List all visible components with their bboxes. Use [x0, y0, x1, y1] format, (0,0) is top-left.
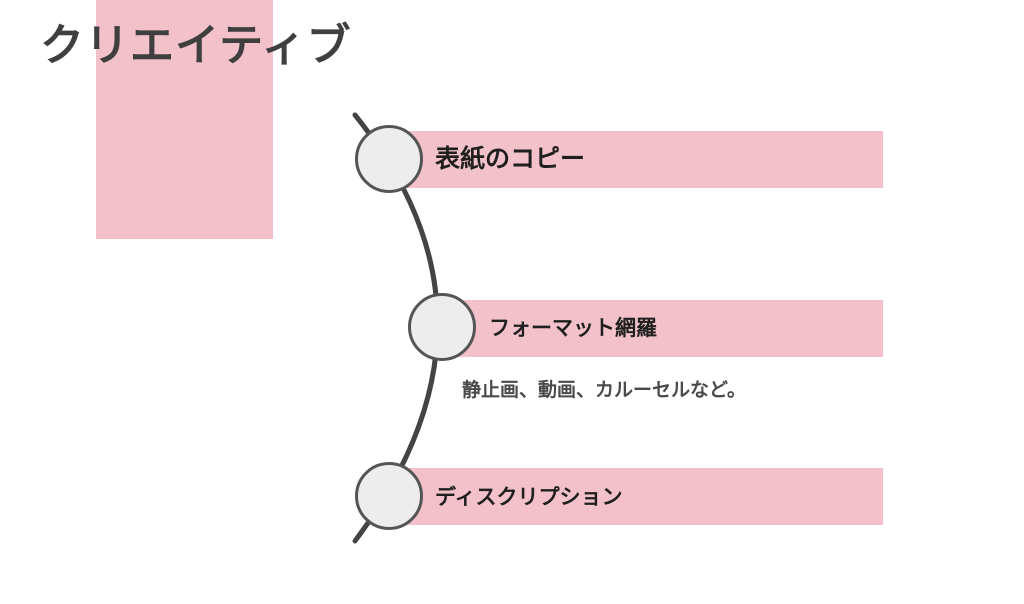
timeline-node-3	[355, 462, 423, 530]
timeline-label-format-coverage: フォーマット網羅	[489, 316, 657, 340]
timeline-node-1	[355, 125, 423, 193]
timeline-description-format-coverage: 静止画、動画、カルーセルなど。	[462, 379, 747, 401]
timeline-label-description: ディスクリプション	[435, 485, 623, 509]
decorative-pink-block	[96, 0, 273, 239]
timeline-bar-2	[440, 300, 883, 357]
page-title: クリエイティブ	[40, 20, 352, 71]
timeline-bar-1	[380, 131, 883, 188]
timeline-bar-3	[380, 468, 883, 525]
timeline-node-2	[408, 293, 476, 361]
timeline-label-cover-copy: 表紙のコピー	[435, 144, 586, 173]
